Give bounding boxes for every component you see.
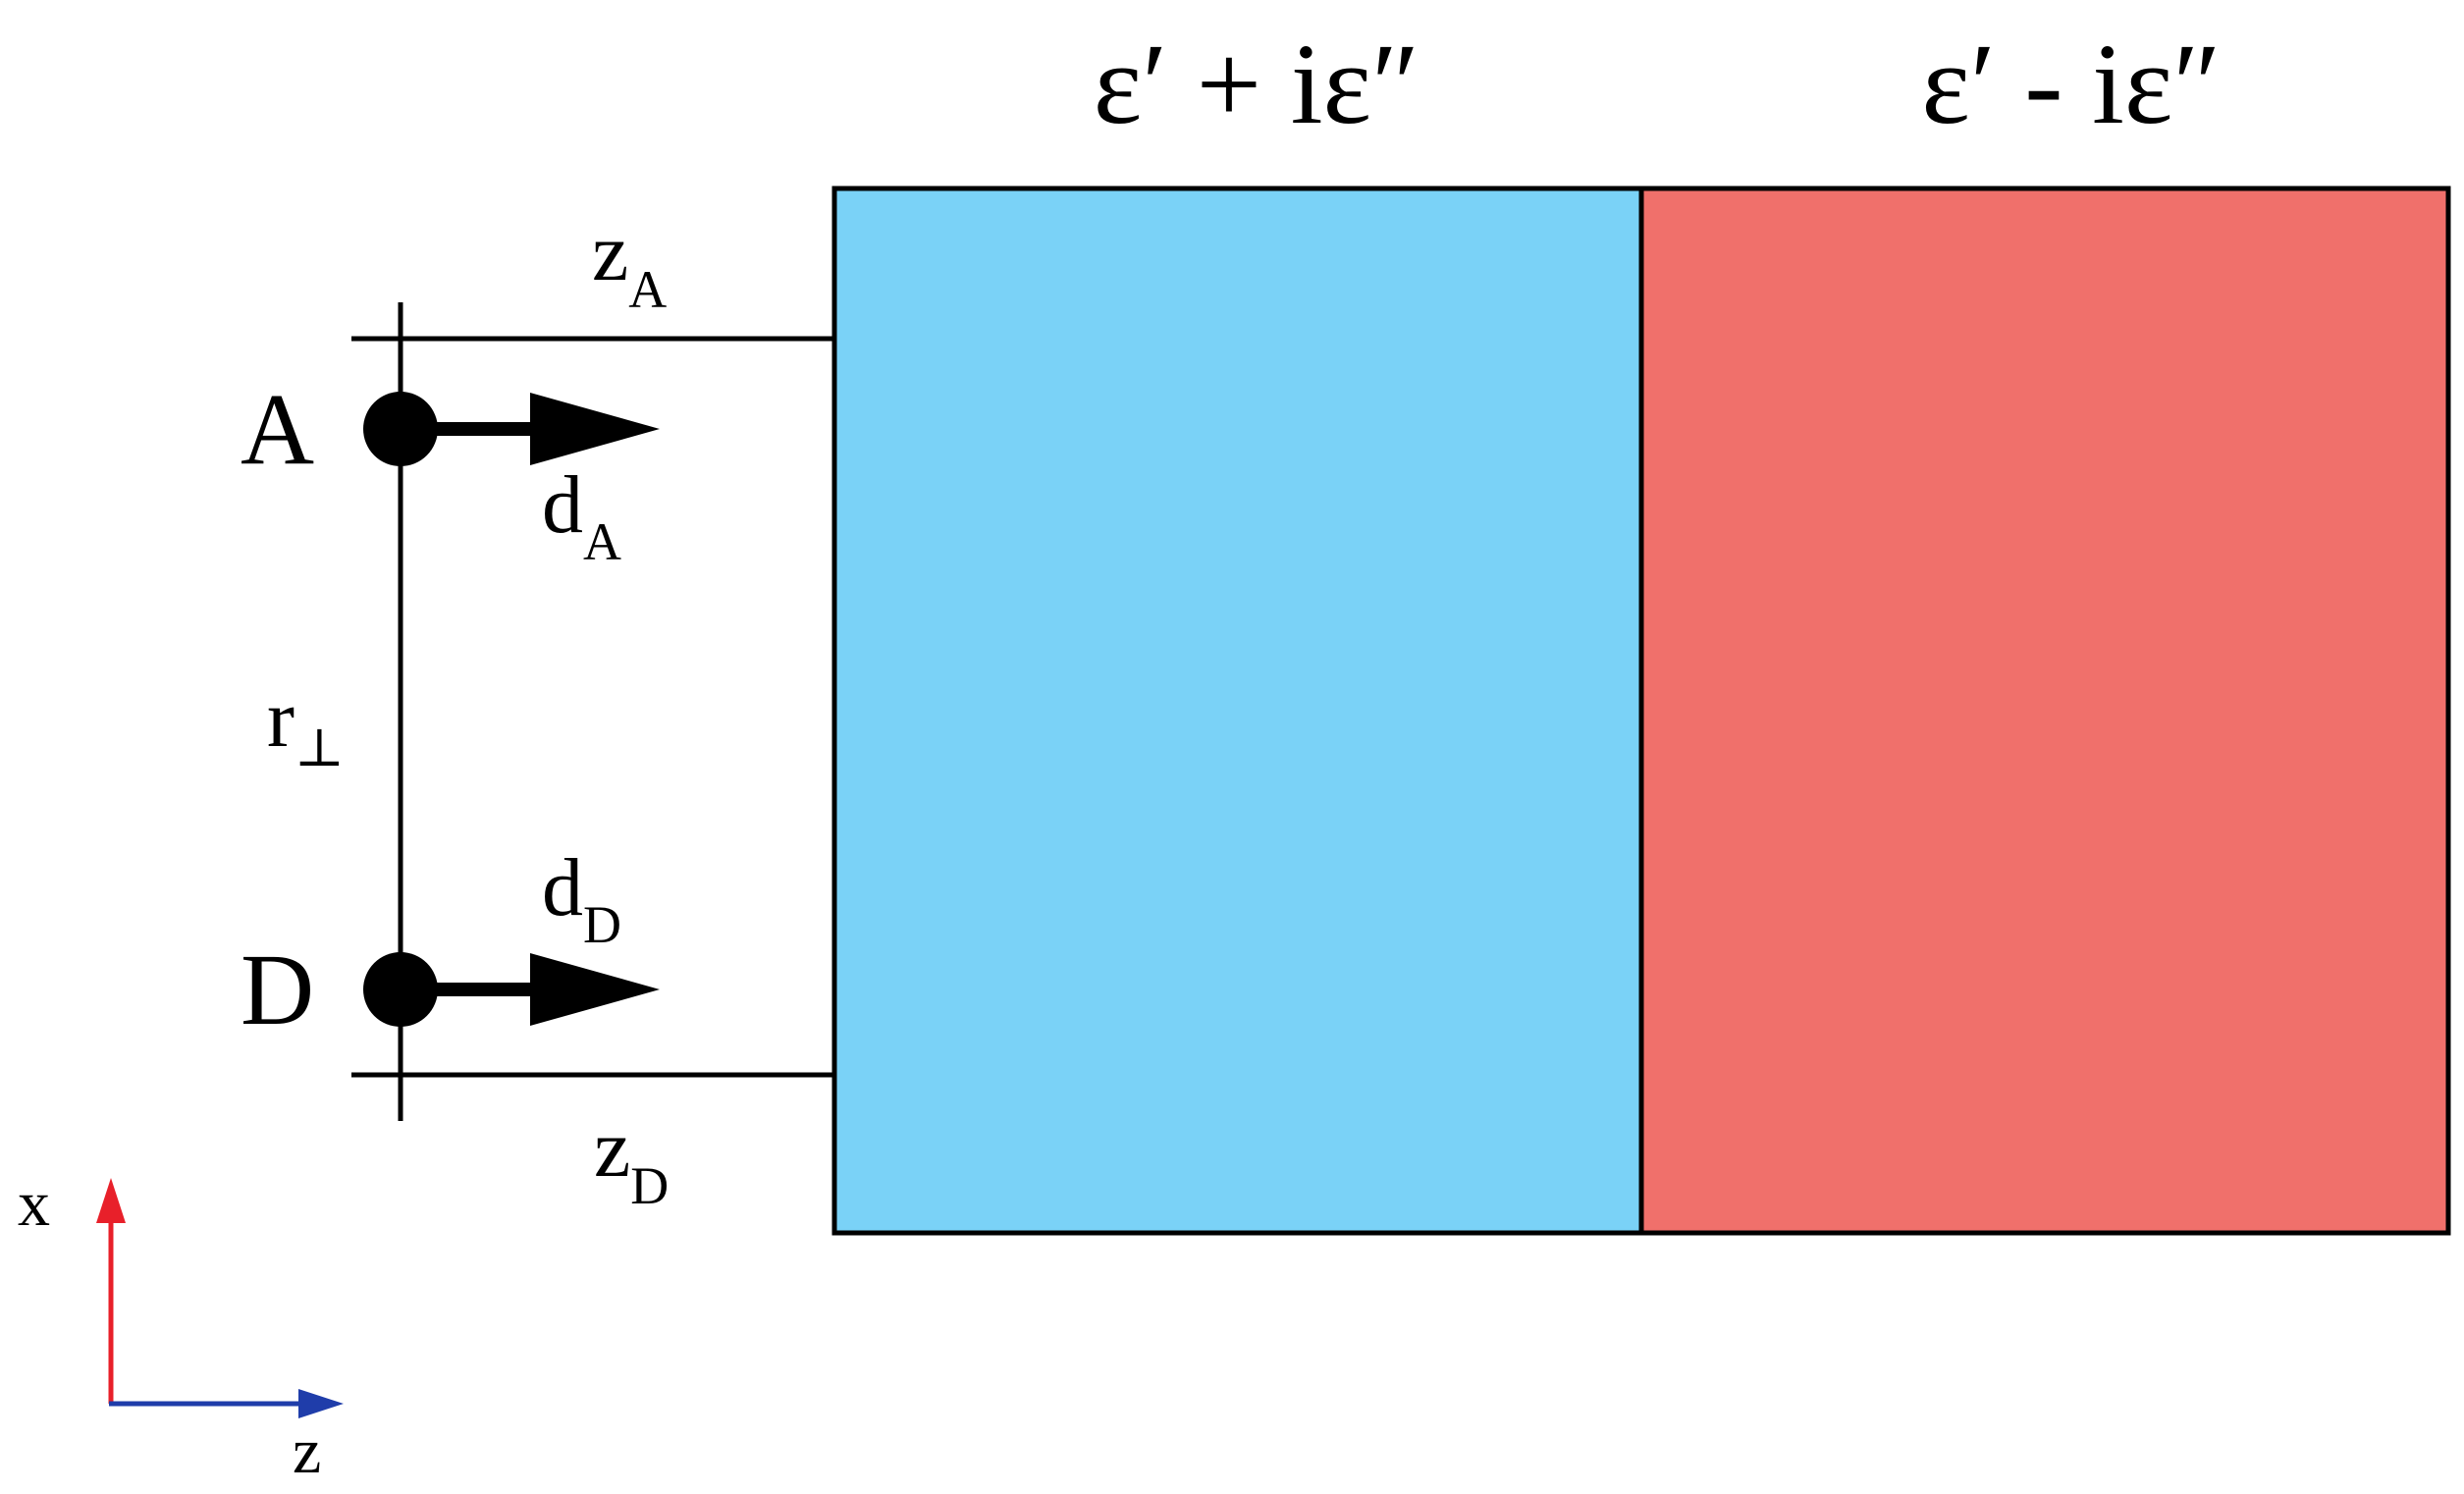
region-left-label: ε′ + iε″: [1094, 20, 1419, 148]
dipole-a-arrowhead: [530, 393, 660, 465]
z-d-label: zD: [594, 1103, 669, 1215]
dipole-d-arrowhead: [530, 953, 660, 1026]
z-axis-arrowhead: [298, 1389, 344, 1418]
x-axis-arrowhead: [96, 1178, 126, 1223]
z-a-label: zA: [592, 207, 667, 319]
z-axis-label: z: [293, 1415, 321, 1487]
x-axis-label: x: [18, 1168, 50, 1240]
region-right-box: [1638, 186, 2451, 1236]
dipole-d-label: dD: [542, 842, 621, 954]
region-left-box: [831, 186, 1644, 1236]
separation-label: r⊥: [267, 673, 345, 777]
atom-a-label: A: [241, 373, 314, 486]
region-right-label: ε′ - iε″: [1921, 20, 2221, 148]
dipole-a-label: dA: [542, 459, 621, 571]
atom-d-label: D: [241, 934, 314, 1046]
